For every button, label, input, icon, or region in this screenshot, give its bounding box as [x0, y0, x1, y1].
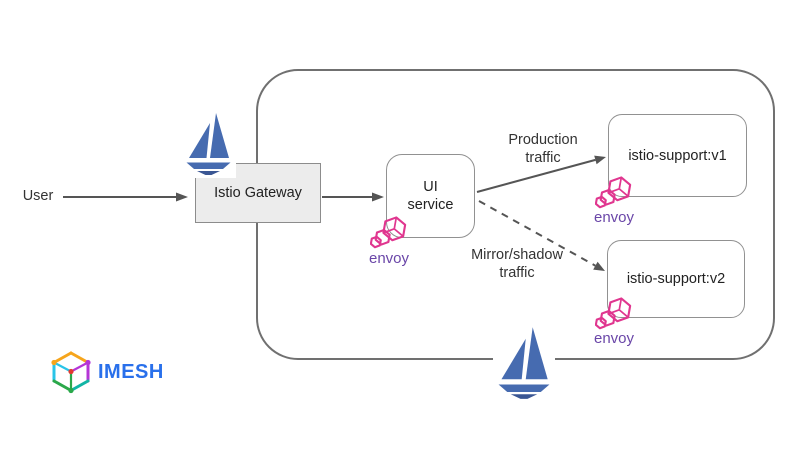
imesh-logo: IMESH	[50, 350, 164, 394]
envoy-label-v1: envoy	[593, 209, 635, 226]
envoy-icon-ui-service	[370, 216, 407, 249]
production-traffic-label: Production traffic	[508, 132, 578, 166]
ui-service-label-line1: UI	[423, 179, 438, 195]
istio-sail-icon-bottom	[498, 327, 550, 399]
envoy-label-v2: envoy	[593, 330, 635, 347]
istio-support-v2-label: istio-support:v2	[626, 271, 726, 287]
istio-support-v1-label: istio-support:v1	[628, 147, 727, 164]
ui-service-box: UI service	[386, 154, 475, 238]
mirror-shadow-traffic-label: Mirror/shadow traffic	[471, 247, 563, 281]
ui-service-label-line2: service	[407, 197, 454, 213]
istio-support-v1-box: istio-support:v1	[608, 114, 747, 197]
envoy-label-ui-service: envoy	[368, 250, 410, 267]
envoy-icon-v2	[595, 297, 632, 330]
istio-gateway-label: Istio Gateway	[214, 185, 302, 201]
user-label: User	[22, 188, 54, 204]
envoy-icon-v1	[595, 176, 632, 209]
imesh-cube-icon	[51, 351, 91, 394]
user-to-gateway-arrow	[63, 192, 188, 202]
istio-sail-icon	[186, 113, 231, 175]
imesh-wordmark: IMESH	[98, 360, 164, 383]
